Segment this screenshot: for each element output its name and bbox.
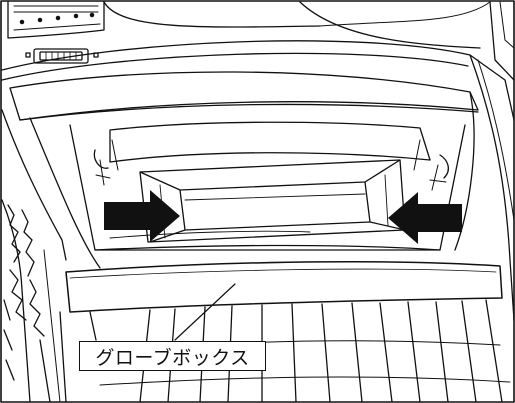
glove-box-cavity (69, 121, 466, 251)
glove-box-lower-edge (65, 260, 503, 313)
air-vent (7, 1, 105, 39)
left-console-wiring (1, 109, 67, 403)
callout-leader-line (174, 283, 236, 341)
dash-slot (25, 48, 99, 64)
dashboard (1, 1, 515, 321)
glove-box-callout-label: グローブボックス (79, 341, 266, 371)
glove-box-insert (139, 159, 406, 243)
left-arrow-icon (104, 190, 180, 242)
glove-box-lid (9, 71, 479, 269)
right-arrow-icon (388, 192, 462, 244)
